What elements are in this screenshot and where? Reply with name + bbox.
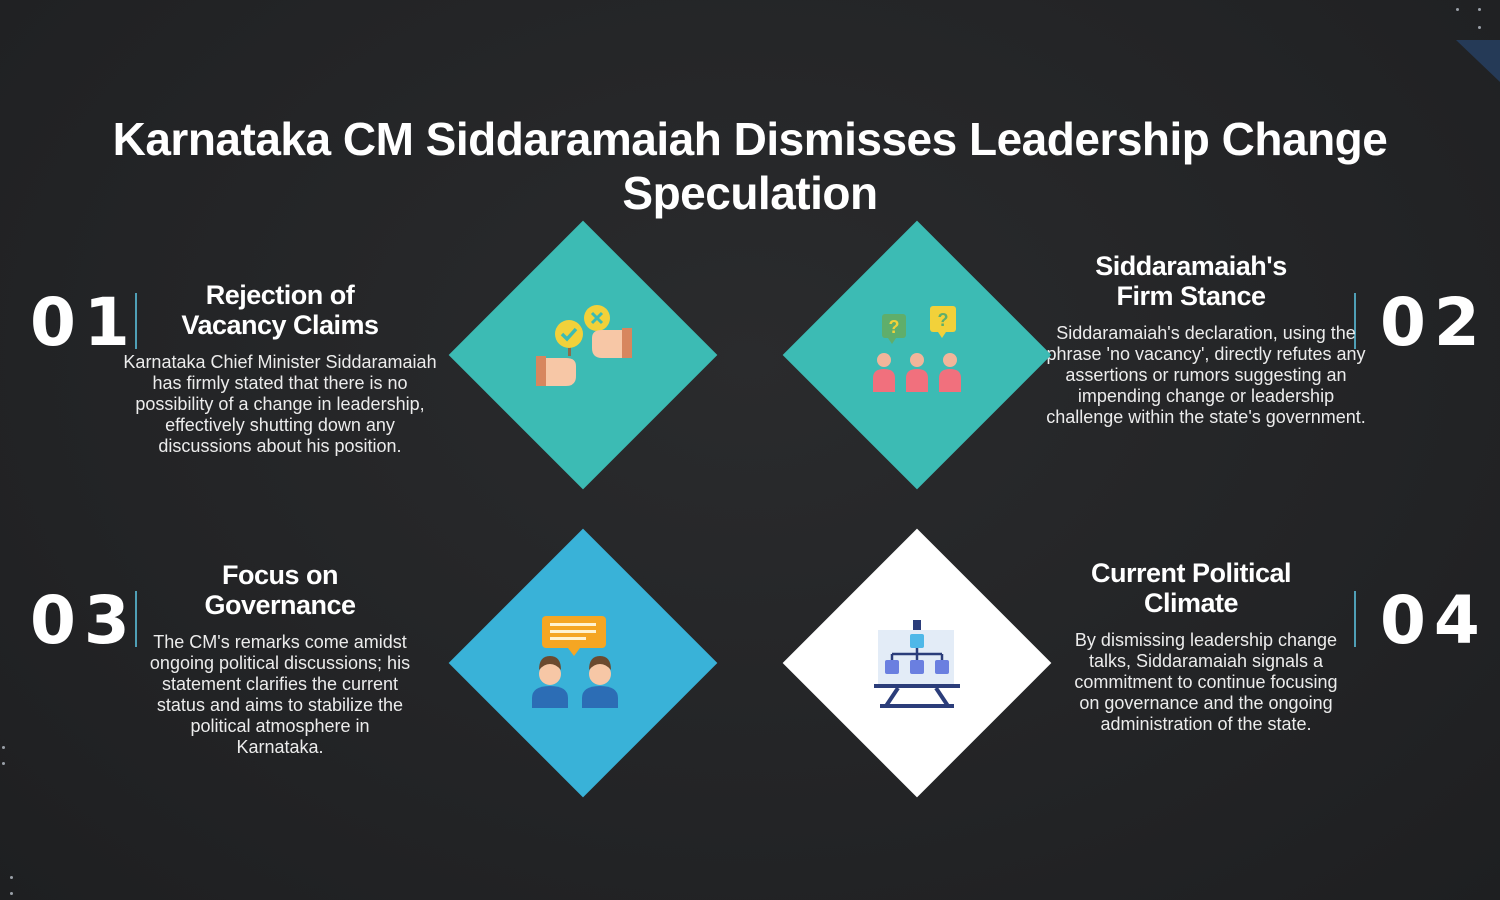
item-03-body: The CM's remarks come amidst ongoing pol… [149,632,411,757]
svg-text:?: ? [889,317,900,337]
decor-dot [10,876,13,879]
number-divider [135,591,137,647]
svg-text:?: ? [938,310,949,330]
item-01-body: Karnataka Chief Minister Siddaramaiah ha… [123,352,437,456]
decor-dot [2,762,5,765]
number-divider [1354,293,1356,349]
decor-dot [2,746,5,749]
item-number-02: 02 [1380,284,1488,361]
item-number-04: 04 [1380,582,1488,659]
corner-accent [1456,40,1500,82]
org-chart-board-icon [862,608,972,718]
decor-dot [1478,26,1481,29]
number-divider [1354,591,1356,647]
item-number-01: 01 [30,284,138,361]
item-04-body: By dismissing leadership change talks, S… [1074,630,1338,734]
number-divider [135,293,137,349]
questioning-people-icon: ? ? [862,300,972,410]
decor-dot [1478,8,1481,11]
item-02-body: Siddaramaiah's declaration, using the ph… [1046,323,1366,427]
decor-dot [1456,8,1459,11]
discussion-icon [528,608,638,718]
voting-hands-icon [528,300,638,410]
page-title: Karnataka CM Siddaramaiah Dismisses Lead… [112,113,1388,219]
item-number-03: 03 [30,582,138,659]
decor-dot [10,892,13,895]
